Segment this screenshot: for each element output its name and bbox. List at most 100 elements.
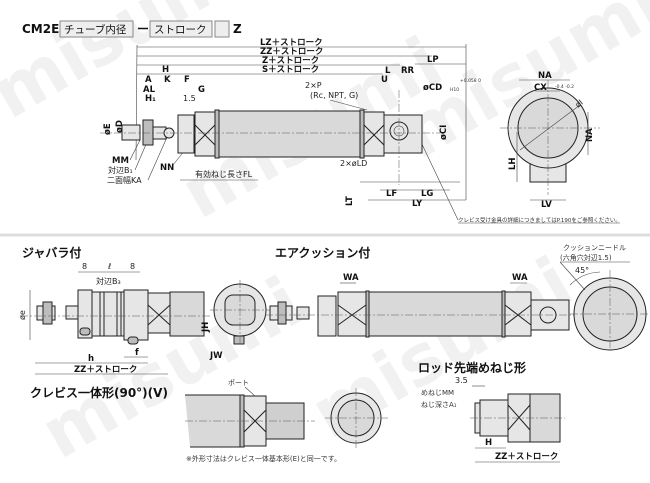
dimension-label: ℓ [107,262,111,271]
drawing-line [147,134,169,181]
dimension-label: NA [585,128,595,142]
drawing-line [233,335,245,345]
drawing-line [368,291,503,337]
drawing-line [504,291,532,337]
drawing-line [277,301,287,325]
drawing-line [59,20,134,38]
dimension-label: øD [115,120,125,133]
dimension-label: øCI [439,125,449,140]
dimension-label: NN [160,163,174,173]
dimension-label: 2×P [305,81,322,90]
drawing-line [42,301,53,325]
drawing-line [214,109,220,159]
dimension-label: LT [345,196,355,206]
dimension-label: øE [103,123,113,135]
dimension-label: WA [512,273,528,283]
drawing-line [147,292,171,334]
drawing-line [419,139,459,221]
dimension-label: ねじ深さA₁ [421,400,457,409]
drawing-line [147,304,171,326]
dimension-label: 二面幅KA [107,175,142,185]
drawing-line [177,114,195,154]
drawing-line [65,305,79,320]
dimension-label: ストローク [154,24,207,36]
dimension-label: +0.058 0 [460,78,481,84]
cylinder-main-view [100,90,460,185]
drawing-line [559,261,586,291]
dimension-label: øI [574,98,585,110]
dimension-label: A [145,75,152,85]
dimension-label: LY [412,199,423,209]
bellows-end-view: JH JW [201,280,270,361]
drawing-line [134,141,148,171]
drawing-line [337,291,367,337]
dimension-label: øCD [423,83,442,93]
dimension-label: ポート [228,379,249,387]
dimension-label: エアクッション付 [275,245,370,260]
bellows-view: ジャバラ付 øe 8 ℓ 8 対辺B₃ f h ZZ＋ストローク [18,245,210,375]
dimension-label: WA [343,273,359,283]
dimension-label: 45° [575,266,589,275]
dimension-label: CX [534,83,547,93]
drawing-line [123,289,149,341]
drawing-line [142,119,154,146]
dimension-label: LZ＋ストローク [260,37,323,48]
drawing-line [296,306,310,320]
drawing-line [129,139,141,161]
dimension-label: ZZ＋ストローク [260,46,323,57]
dimension-label: めねじMM [421,389,454,397]
dimension-label: LH [508,157,518,170]
dimension-label: H₁ [145,94,156,104]
drawing-line [194,111,216,157]
dimension-label: F [184,75,190,85]
drawing-line [135,44,138,161]
dimension-label: NA [538,71,552,81]
dimension-label: (Rc, NPT, G) [310,91,358,100]
dimension-label: -0.4 -0.2 [555,84,574,90]
drawing-line [317,295,337,337]
dimension-label: Z＋ストローク [262,55,319,66]
cylinder-side-view: NA CX -0.4 -0.2 øI NA LH LV [500,71,600,210]
dimension-label: (六角穴対辺1.5) [560,253,612,262]
dimension-label: S＋ストローク [262,64,319,75]
dimension-label: ー [137,22,149,36]
dimension-label: U [381,75,388,85]
dimension-label: K [164,75,171,85]
dimension-label: クレビス受け金具の詳細につきましてはP.190をご参照ください。 [458,216,621,224]
dimension-label: H [162,65,169,75]
drawing-line [363,111,385,157]
dimension-label: 8 [130,262,135,271]
drawing-line [214,20,230,38]
dimension-label: LF [386,189,397,199]
dimension-label: クッションニードル [563,244,626,252]
female-rod-end-view: ロッド先端めねじ形 3.5 めねじMM ねじ深さA₁ H ZZ＋ストローク [418,360,565,463]
drawing-line [363,124,385,146]
dimension-label: ジャバラ付 [22,245,81,260]
dimension-label: 3.5 [455,376,468,385]
air-cushion-view: エアクッション付 WA WA クッションニードル (六角穴対辺1.5) 45° [265,244,650,351]
dimension-label: G [198,85,205,95]
dimension-label: ※外形寸法はクレビス一体基本形(E)と同一です。 [186,454,341,463]
dimension-label: h [88,354,94,364]
drawing-line [569,271,601,286]
drawing-line [127,336,139,345]
dimension-label: 8 [82,262,87,271]
dimension-label: 1.5 [183,94,196,103]
drawing-line [329,99,368,111]
drawing-line [244,386,256,397]
dimension-label: 対辺B₁ [108,165,133,175]
drawing-line [79,327,91,336]
dimension-label: MM [112,156,129,166]
dimension-label: 有効ねじ長さFL [195,169,253,179]
dimension-label: 2×øLD [340,159,367,168]
model-code: CM2E チューブ内径 ー ストローク Z [22,20,242,38]
dimension-label: ZZ＋ストローク [495,451,558,462]
clevis-90-view: クレビス一体形(90°)(V) ポート ※外形寸法はクレビス一体基本形(E)と同… [30,379,388,463]
dimension-label: JW [209,351,223,361]
dimension-label: Z [233,22,242,36]
dimension-label: JH [201,322,211,333]
dimension-label: 対辺B₃ [96,276,121,286]
dimension-label: LP [427,55,439,65]
